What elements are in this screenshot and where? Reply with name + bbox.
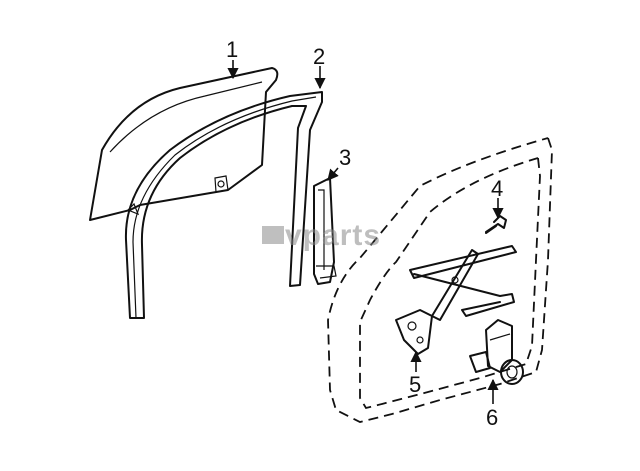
door-glass xyxy=(89,67,279,221)
regulator-motor xyxy=(469,319,524,385)
callout-4: 4 xyxy=(491,176,503,201)
callout-1: 1 xyxy=(226,37,238,62)
watermark-text: vparts xyxy=(285,219,381,252)
bolt xyxy=(485,215,507,234)
callout-5: 5 xyxy=(409,372,421,397)
glass-run-channel xyxy=(124,91,323,319)
callout-3: 3 xyxy=(339,145,351,170)
callout-6: 6 xyxy=(486,405,498,430)
leader-3 xyxy=(327,167,339,181)
callout-2: 2 xyxy=(313,44,325,69)
window-regulator xyxy=(395,245,517,355)
watermark: vparts xyxy=(262,219,381,252)
door-panel-outline xyxy=(327,137,553,423)
